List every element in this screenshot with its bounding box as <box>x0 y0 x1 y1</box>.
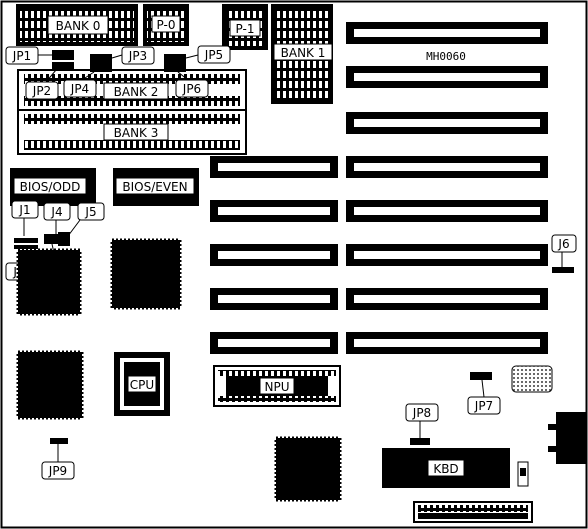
expansion-slots-left <box>210 156 338 354</box>
j1-label: J1 <box>18 203 30 217</box>
p0-label: P-0 <box>157 18 176 32</box>
board-id-label: MH0060 <box>426 50 466 63</box>
jp3-block <box>90 54 112 64</box>
bank2-label: BANK 2 <box>114 85 159 99</box>
jp4-block <box>90 64 112 72</box>
cpu-label: CPU <box>130 378 154 392</box>
jp5-label: JP5 <box>204 48 223 62</box>
kbd-label: KBD <box>433 462 458 476</box>
expansion-slots-right <box>346 22 548 354</box>
jp9-callout: JP9 <box>41 444 75 480</box>
ic-left-upper <box>16 248 82 316</box>
jp8-block <box>410 438 430 445</box>
jp7-block <box>470 372 492 380</box>
npu-socket: NPU <box>213 365 341 407</box>
cpu-chip: CPU <box>114 352 170 416</box>
j5-block <box>58 232 70 246</box>
kbd-chip: KBD <box>382 448 510 488</box>
j1-block <box>14 238 38 243</box>
jp6-label: JP6 <box>182 82 201 96</box>
bank0-sockets: BANK 0 <box>16 4 138 46</box>
jp1-label: JP1 <box>12 49 31 63</box>
j6-block <box>552 267 574 273</box>
npu-label: NPU <box>265 380 290 394</box>
p0-socket: P-0 <box>143 4 189 46</box>
bank3-simm-slots: BANK 3 <box>17 109 247 155</box>
bios-odd-chip: BIOS/ODD <box>10 168 96 206</box>
jp3-label: JP3 <box>128 49 147 63</box>
dotted-component <box>511 365 553 393</box>
bank0-label: BANK 0 <box>56 19 101 33</box>
power-connector <box>413 501 533 523</box>
jp4-callout: JP4 <box>63 71 97 98</box>
jp7-label: JP7 <box>474 399 493 413</box>
j4-callout: J4 <box>43 202 71 234</box>
jp9-block <box>50 438 68 444</box>
j4-label: J4 <box>50 205 62 219</box>
bios-odd-label: BIOS/ODD <box>20 180 81 194</box>
j2-block <box>14 245 38 249</box>
ic-middle-upper <box>110 238 182 310</box>
j5-callout: J5 <box>67 202 105 237</box>
bios-even-chip: BIOS/EVEN <box>113 168 199 206</box>
jp9-label: JP9 <box>48 464 67 478</box>
jp4-label: JP4 <box>70 82 89 96</box>
j5-label: J5 <box>84 205 96 219</box>
jp6-callout: JP6 <box>175 71 209 98</box>
p1-label: P-1 <box>236 22 255 36</box>
jp5-callout: JP5 <box>185 45 231 64</box>
bios-even-label: BIOS/EVEN <box>122 180 187 194</box>
jp3-callout: JP3 <box>111 46 155 65</box>
bank3-label: BANK 3 <box>114 126 159 140</box>
j3-j4-block <box>44 234 68 244</box>
jp2-block <box>52 62 74 70</box>
jp6-block <box>164 64 186 72</box>
jp1-callout: JP1 <box>5 46 52 65</box>
j6-label: J6 <box>557 237 569 251</box>
jp1-block <box>52 50 74 60</box>
keyboard-connector <box>548 412 586 464</box>
jp7-callout: JP7 <box>467 379 501 415</box>
j1-callout: J1 <box>11 200 39 236</box>
jp5-block <box>164 54 186 64</box>
p1-socket: P-1 <box>222 4 268 50</box>
bank1-sockets: BANK 1 <box>271 4 333 104</box>
jp2-callout: JP2 <box>25 69 59 100</box>
ic-bottom-center <box>274 436 342 502</box>
jp8-callout: JP8 <box>405 403 439 438</box>
jp2-label: JP2 <box>32 84 51 98</box>
j6-callout: J6 <box>551 234 577 267</box>
bank1-label: BANK 1 <box>281 46 326 60</box>
jp8-label: JP8 <box>412 406 431 420</box>
ic-left-lower <box>16 350 84 420</box>
